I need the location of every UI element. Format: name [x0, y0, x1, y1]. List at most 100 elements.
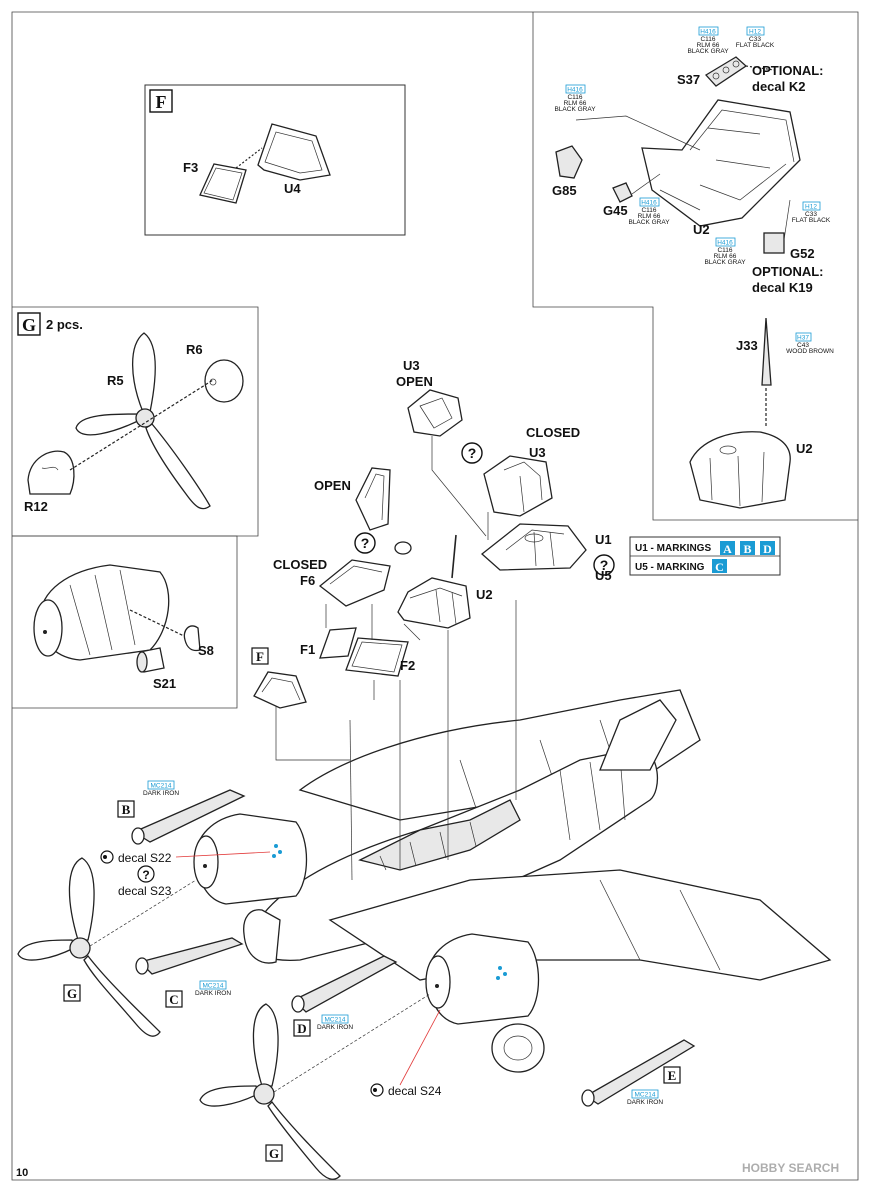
- label-s21: S21: [153, 676, 176, 691]
- svg-text:RLM 66: RLM 66: [638, 213, 661, 220]
- marking-letter-c: C: [715, 560, 724, 574]
- ref-d: D: [297, 1021, 306, 1036]
- watermark-text: HOBBY SEARCH: [742, 1161, 839, 1175]
- svg-text:FLAT BLACK: FLAT BLACK: [792, 217, 831, 224]
- svg-text:C116: C116: [641, 207, 656, 214]
- paint-b-name: DARK IRON: [143, 790, 179, 797]
- label-u5: U5: [595, 568, 612, 583]
- marking-letter-a: A: [723, 542, 732, 556]
- svg-text:RLM 66: RLM 66: [714, 253, 737, 260]
- svg-text:C33: C33: [749, 36, 761, 43]
- svg-text:H416: H416: [641, 200, 657, 207]
- antenna-inset: H37 C43 WOOD BROWN J33 U2: [689, 317, 834, 509]
- paint-c-code: MC214: [203, 983, 224, 990]
- svg-text:RLM 66: RLM 66: [564, 100, 587, 107]
- label-r6: R6: [186, 342, 203, 357]
- svg-text:BLACK GRAY: BLACK GRAY: [687, 48, 729, 55]
- label-u1: U1: [595, 532, 612, 547]
- part-g52-shape: [763, 232, 785, 254]
- label-f1: F1: [300, 642, 315, 657]
- svg-text:H416: H416: [717, 240, 733, 247]
- label-f3: F3: [183, 160, 198, 175]
- label-u2-inset: U2: [693, 222, 710, 237]
- svg-text:BLACK GRAY: BLACK GRAY: [554, 106, 596, 113]
- paint-c-name: DARK IRON: [195, 990, 231, 997]
- section-g-letter: G: [22, 315, 36, 335]
- decal-s22: decal S22: [118, 851, 172, 865]
- page-frame: [11, 11, 859, 1181]
- optional-k19-line1: OPTIONAL:: [752, 264, 824, 279]
- part-g45-shape: [612, 182, 633, 203]
- propeller-g-drawing: [75, 332, 211, 510]
- optional-k2-line2: decal K2: [752, 79, 805, 94]
- part-g85-shape: [555, 145, 583, 179]
- paint-j33-code2: C43: [797, 342, 809, 349]
- svg-text:H12: H12: [805, 204, 817, 211]
- watermark: HOBBY SEARCH: [742, 1161, 839, 1175]
- question-1: ?: [468, 445, 477, 461]
- label-u3-open-word: OPEN: [396, 374, 433, 389]
- svg-text:FLAT BLACK: FLAT BLACK: [736, 42, 775, 49]
- label-closed-top: CLOSED: [526, 425, 580, 440]
- markings-row2: U5 - MARKING: [635, 562, 705, 573]
- ref-b: B: [122, 802, 131, 817]
- propeller-right: G: [199, 993, 431, 1180]
- section-g-inset: G 2 pcs. R6 R5 R12: [17, 312, 244, 514]
- markings-box: U1 - MARKINGS A B D U5 - MARKING C: [629, 536, 781, 576]
- part-f3-shape: [199, 163, 247, 204]
- svg-text:C116: C116: [717, 247, 732, 254]
- part-f2-shape: [345, 637, 409, 677]
- optional-k19-line2: decal K19: [752, 280, 813, 295]
- label-s8: S8: [198, 643, 214, 658]
- label-f2: F2: [400, 658, 415, 673]
- markings-row1: U1 - MARKINGS: [635, 543, 711, 554]
- svg-text:C33: C33: [805, 211, 817, 218]
- label-g45: G45: [603, 203, 628, 218]
- ref-e: E: [668, 1068, 677, 1083]
- section-g-qty: 2 pcs.: [46, 317, 83, 332]
- paint-j33-name: WOOD BROWN: [786, 348, 834, 355]
- svg-text:H416: H416: [567, 87, 583, 94]
- svg-text:BLACK GRAY: BLACK GRAY: [704, 259, 746, 266]
- label-open: OPEN: [314, 478, 351, 493]
- section-f-box: F F3 U4: [144, 84, 406, 236]
- question-3: ?: [600, 557, 609, 573]
- label-u2-antenna: U2: [796, 441, 813, 456]
- label-s37: S37: [677, 72, 700, 87]
- part-j33-shape: [761, 317, 772, 386]
- paint-d-code: MC214: [325, 1017, 346, 1024]
- part-s37-shape: [704, 56, 748, 87]
- paint-e-code: MC214: [635, 1092, 656, 1099]
- cockpit-inset: H416 C116 RLM 66 BLACK GRAY H12 C33 FLAT…: [552, 26, 831, 295]
- label-g52: G52: [790, 246, 815, 261]
- svg-text:BLACK GRAY: BLACK GRAY: [628, 219, 670, 226]
- paint-e-name: DARK IRON: [627, 1099, 663, 1106]
- label-u2: U2: [476, 587, 493, 602]
- label-u3-open: U3: [403, 358, 420, 373]
- part-u4-shape: [257, 123, 331, 181]
- marking-letter-d: D: [763, 542, 772, 556]
- optional-k2-line1: OPTIONAL:: [752, 63, 824, 78]
- paint-g45: H416 C116 RLM 66 BLACK GRAY: [628, 197, 670, 226]
- paint-b-code: MC214: [151, 783, 172, 790]
- paint-g85: H416 C116 RLM 66 BLACK GRAY: [554, 84, 596, 113]
- ref-g2: G: [269, 1146, 279, 1161]
- marking-letter-b: B: [743, 542, 751, 556]
- paint-j33-code1: H37: [797, 335, 809, 342]
- paint-d-name: DARK IRON: [317, 1024, 353, 1031]
- ref-g1: G: [67, 986, 77, 1001]
- label-g85: G85: [552, 183, 577, 198]
- paint-s37-a: H416 C116 RLM 66 BLACK GRAY: [687, 26, 729, 55]
- engine-inset: S8 S21: [33, 564, 214, 691]
- svg-text:C116: C116: [700, 36, 715, 43]
- svg-text:C116: C116: [567, 94, 582, 101]
- part-r12-shape: [27, 450, 75, 495]
- question-s23: ?: [142, 868, 149, 882]
- svg-text:H12: H12: [749, 29, 761, 36]
- label-r5: R5: [107, 373, 124, 388]
- label-u4: U4: [284, 181, 301, 196]
- label-u3-closed: U3: [529, 445, 546, 460]
- propeller-left: G: [17, 857, 197, 1037]
- label-r12: R12: [24, 499, 48, 514]
